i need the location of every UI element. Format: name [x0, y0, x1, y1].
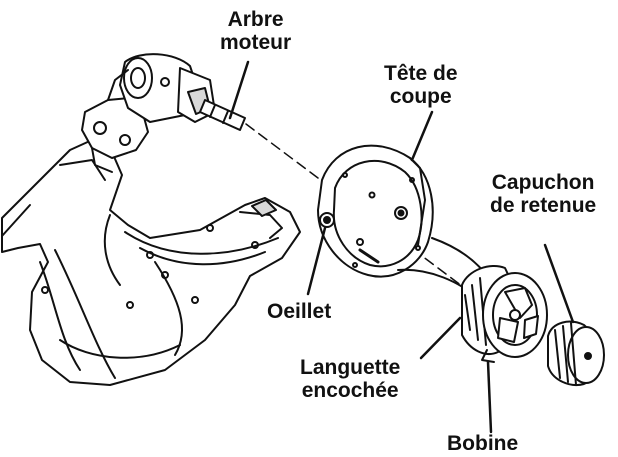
leader-retaining-cap [543, 243, 575, 324]
drive-shaft [199, 99, 246, 131]
eyelet [319, 212, 335, 228]
trimmer-guard [1, 139, 301, 386]
leader-lines [228, 60, 575, 434]
cutting-head [317, 144, 434, 278]
retaining-cap [547, 320, 605, 386]
leader-cutting-head [410, 110, 434, 162]
label-cutting-head: Tête de coupe [384, 62, 458, 108]
leader-eyelet [306, 226, 327, 296]
leader-notched-tab [419, 316, 462, 360]
label-retaining-cap: Capuchon de retenue [490, 171, 597, 217]
label-drive-shaft: Arbre moteur [220, 8, 292, 54]
label-spool: Bobine [447, 432, 519, 455]
leader-spool [486, 360, 493, 434]
leader-drive-shaft [228, 60, 250, 120]
spool [461, 265, 548, 363]
label-notched-tab: Languette encochée [300, 356, 401, 402]
gearbox [81, 53, 216, 173]
label-eyelet: Oeillet [267, 300, 332, 323]
assembly-axis [245, 123, 471, 293]
